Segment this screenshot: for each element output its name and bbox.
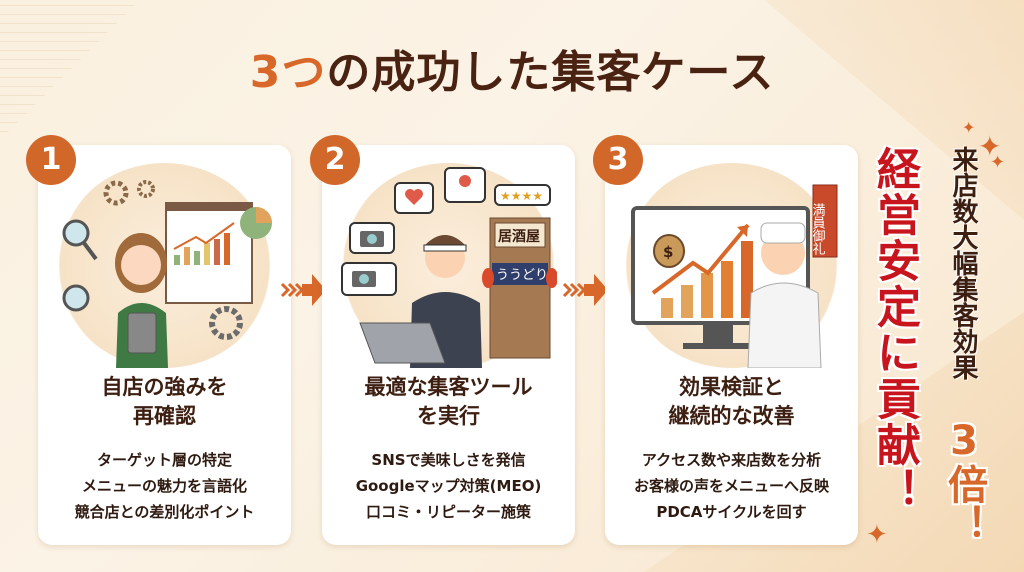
case-title: 自店の強みを 再確認 bbox=[38, 373, 291, 431]
case-title: 効果検証と 継続的な改善 bbox=[605, 373, 858, 431]
step-badge-3: 3 bbox=[593, 135, 643, 185]
camera-icon bbox=[352, 231, 384, 287]
izakaya-sign-text: 居酒屋 bbox=[498, 229, 540, 245]
gear-icon bbox=[103, 180, 243, 340]
case-points: アクセス数や来店数を分析 お客様の声をメニューへ反映 PDCAサイクルを回す bbox=[605, 447, 858, 525]
money-bag-icon: $ bbox=[653, 234, 685, 268]
case-card-1: 1 自店の強みを 再確認 ターゲット層の特定 メニューの魅力を言語化 競合店との… bbox=[26, 135, 291, 545]
case-title-line1: 効果検証と bbox=[679, 375, 784, 399]
banner-text: 満員御礼 bbox=[810, 203, 826, 256]
case-point: Googleマップ対策(MEO) bbox=[355, 477, 542, 495]
case-title-line2: 継続的な改善 bbox=[668, 404, 795, 428]
case-point: SNSで美味しさを発信 bbox=[371, 451, 526, 469]
step-badge-2: 2 bbox=[310, 135, 360, 185]
sparkle-icon: ✦ bbox=[978, 130, 1002, 163]
magnifier-icon bbox=[62, 219, 98, 312]
chef-thumbs-up-illustration: $ 満員御礼 bbox=[623, 163, 840, 369]
callout-sub: 来店数大幅集客効果 bbox=[948, 146, 978, 380]
sparkle-icon: ✦ bbox=[962, 118, 976, 137]
man-on-laptop-illustration: ★★★★ 居酒屋 ううどり bbox=[340, 163, 558, 368]
step-badge-1: 1 bbox=[26, 135, 76, 185]
case-card-2: ★★★★ 居酒屋 ううどり 2 最適な集客ツール bbox=[310, 135, 575, 545]
case-title: 最適な集客ツール を実行 bbox=[322, 373, 575, 431]
noren-text: ううどり bbox=[496, 268, 548, 283]
case-title-line1: 最適な集客ツール bbox=[364, 375, 533, 399]
sparkle-icon: ✦ bbox=[990, 152, 1006, 173]
page-title: 3つの成功した集客ケース bbox=[0, 36, 1024, 100]
svg-text:★★★★: ★★★★ bbox=[500, 189, 543, 203]
title-accent: 3つ bbox=[249, 47, 327, 98]
case-point: メニューの魅力を言語化 bbox=[81, 477, 247, 495]
case-point: 口コミ・リピーター施策 bbox=[365, 503, 531, 521]
case-point: アクセス数や来店数を分析 bbox=[641, 451, 822, 469]
callout-multiplier: 3倍！ bbox=[941, 418, 987, 544]
woman-with-tablet-illustration bbox=[56, 163, 273, 368]
case-title-line2: 再確認 bbox=[133, 404, 196, 428]
case-point: ターゲット層の特定 bbox=[96, 451, 232, 469]
case-point: PDCAサイクルを回す bbox=[656, 503, 807, 521]
callout-main: 経営安定に貢献！ bbox=[869, 146, 920, 514]
case-title-line1: 自店の強みを bbox=[101, 375, 228, 399]
arrow-right-icon bbox=[562, 274, 608, 306]
case-point: 競合店との差別化ポイント bbox=[74, 503, 255, 521]
sparkle-icon: ✦ bbox=[866, 520, 888, 550]
case-points: ターゲット層の特定 メニューの魅力を言語化 競合店との差別化ポイント bbox=[38, 447, 291, 525]
case-title-line2: を実行 bbox=[417, 404, 480, 428]
title-text: の成功した集客ケース bbox=[326, 47, 775, 98]
case-points: SNSで美味しさを発信 Googleマップ対策(MEO) 口コミ・リピーター施策 bbox=[322, 447, 575, 525]
case-point: お客様の声をメニューへ反映 bbox=[633, 477, 829, 495]
arrow-right-icon bbox=[280, 274, 326, 306]
case-card-3: $ 満員御礼 3 効果検証と 継続的な改善 アクセス数や来店数を分析 お客様の声… bbox=[593, 135, 858, 545]
svg-text:$: $ bbox=[663, 243, 673, 261]
